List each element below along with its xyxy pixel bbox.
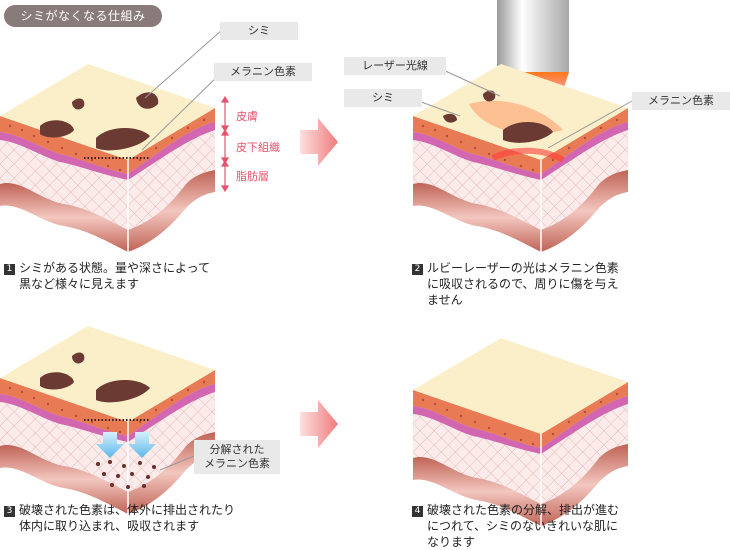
label-shimi: シミ bbox=[220, 22, 298, 40]
label-melanin: メラニン色素 bbox=[214, 63, 312, 81]
spot-shape bbox=[443, 113, 457, 123]
drain-arrows bbox=[96, 432, 156, 458]
flow-arrow bbox=[300, 400, 338, 448]
skin-block-3 bbox=[0, 325, 216, 515]
step-number: 4 bbox=[412, 506, 423, 517]
label-laser: レーザー光線 bbox=[344, 57, 446, 75]
caption-line: 破壊された色素は、体外に排出されたり bbox=[19, 503, 236, 517]
skin-block-2 bbox=[412, 63, 629, 253]
label-decomposed-melanin: 分解された メラニン色素 bbox=[194, 440, 280, 474]
caption-4: 4 破壊された色素の分解、排出が進む につれて、シミのないきれいな肌に なります bbox=[412, 502, 619, 550]
caption-line: なります bbox=[427, 535, 476, 549]
spot-shape bbox=[40, 372, 74, 390]
spot-shape bbox=[96, 380, 150, 403]
skin-block-4 bbox=[412, 337, 629, 527]
caption-3: 3 破壊された色素は、体外に排出されたり 体内に取り込まれ、吸収されます bbox=[4, 502, 235, 534]
caption-line: ルビーレーザーの光はメラニン色素 bbox=[427, 261, 619, 275]
leader-line bbox=[547, 100, 633, 149]
caption-line: に吸収されるので、周りに傷を与え bbox=[427, 277, 619, 291]
spot-shape bbox=[72, 352, 85, 364]
caption-line: シミがある状態。量や深さによって bbox=[19, 261, 211, 275]
layer-label-hika: 皮下組織 bbox=[236, 141, 280, 154]
caption-line: 黒など様々に見えます bbox=[19, 277, 140, 291]
leader-line bbox=[159, 455, 195, 471]
spot-shape bbox=[72, 98, 85, 110]
caption-1: 1 シミがある状態。量や深さによって 黒など様々に見えます bbox=[4, 260, 210, 292]
page-title: シミがなくなる仕組み bbox=[4, 5, 162, 27]
label-melanin-2: メラニン色素 bbox=[632, 92, 730, 110]
melanin-particles bbox=[96, 460, 156, 489]
layer-arrows bbox=[220, 95, 230, 193]
spot-shape bbox=[96, 128, 150, 151]
spot-shape bbox=[503, 121, 553, 143]
label-line: メラニン色素 bbox=[204, 457, 270, 470]
skin-block-1 bbox=[0, 63, 216, 253]
label-shimi-2: シミ bbox=[344, 89, 422, 107]
label-line: 分解された bbox=[209, 443, 265, 456]
caption-line: につれて、シミのないきれいな肌に bbox=[427, 519, 619, 533]
step-number: 2 bbox=[412, 264, 423, 275]
spot-shape bbox=[40, 120, 74, 138]
caption-2: 2 ルビーレーザーの光はメラニン色素 に吸収されるので、周りに傷を与え ません bbox=[412, 260, 619, 308]
leader-line bbox=[144, 29, 223, 99]
flow-arrow bbox=[300, 118, 338, 166]
leader-line bbox=[141, 71, 223, 151]
caption-line: ません bbox=[427, 293, 463, 307]
layer-label-hifu: 皮膚 bbox=[236, 110, 258, 123]
spot-shape bbox=[136, 92, 159, 109]
step-number: 1 bbox=[4, 264, 15, 275]
caption-line: 破壊された色素の分解、排出が進む bbox=[427, 503, 620, 517]
layer-label-shibo: 脂肪層 bbox=[236, 170, 269, 183]
step-number: 3 bbox=[4, 506, 15, 517]
spot-shape bbox=[483, 90, 496, 102]
caption-line: 体内に取り込まれ、吸収されます bbox=[19, 519, 200, 533]
